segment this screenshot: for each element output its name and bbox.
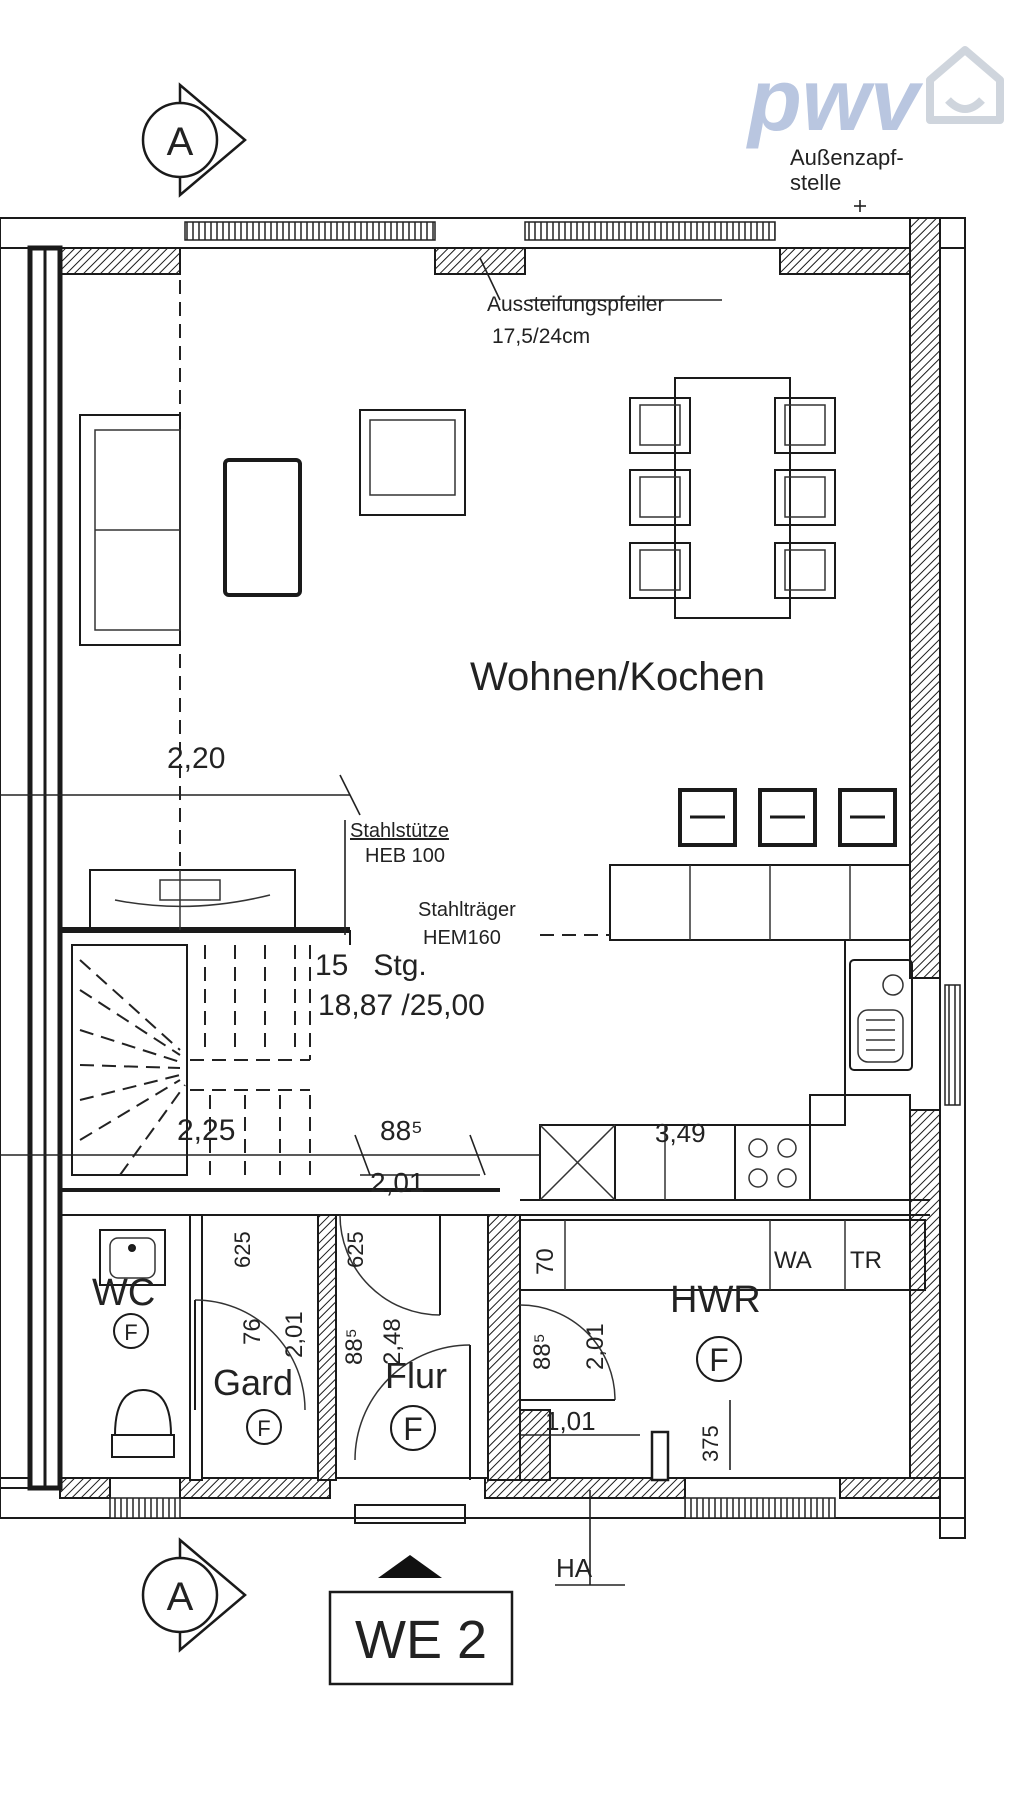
steel-column-label: Stahlstütze bbox=[350, 820, 449, 842]
floor-drain-label: F bbox=[124, 1320, 137, 1345]
steel-column-label: HEB 100 bbox=[365, 845, 445, 867]
house-smiley-icon bbox=[926, 46, 1004, 124]
dimension-label: 625 bbox=[343, 1231, 368, 1268]
washer-label: WA bbox=[774, 1247, 812, 1274]
room-wc: WC bbox=[92, 1272, 155, 1314]
dimension-label: 3,49 bbox=[655, 1118, 706, 1148]
dimension-label: 88⁵ bbox=[380, 1115, 423, 1146]
sideboard bbox=[89, 869, 296, 929]
unit-label-box bbox=[328, 1590, 514, 1686]
dimension-label: 2,01 bbox=[582, 1323, 609, 1370]
unit-label: WE 2 bbox=[355, 1610, 487, 1670]
section-marker-letter: A bbox=[167, 1575, 194, 1619]
window bbox=[684, 1497, 836, 1519]
room-utility: HWR bbox=[670, 1279, 761, 1321]
outdoor-tap-label: stelle bbox=[790, 170, 841, 195]
stairs-label: 15 Stg. bbox=[315, 949, 427, 982]
dimension-label: 2,01 bbox=[370, 1167, 425, 1198]
bracing-pillar-label: 17,5/24cm bbox=[492, 325, 590, 348]
floor-drain-label: F bbox=[709, 1342, 729, 1378]
steel-beam-label: HEM160 bbox=[423, 927, 501, 949]
dining-table bbox=[674, 377, 791, 619]
steel-beam-label: Stahlträger bbox=[418, 899, 516, 921]
dimension-label: 88⁵ bbox=[529, 1333, 556, 1370]
coffee-table bbox=[223, 458, 302, 597]
floor-drains bbox=[113, 1313, 742, 1451]
window bbox=[109, 1497, 181, 1519]
fridge bbox=[539, 1124, 616, 1201]
window bbox=[524, 221, 776, 241]
dimension-label: 2,01 bbox=[281, 1311, 308, 1358]
entrance-door bbox=[354, 1504, 466, 1524]
dimension-lines bbox=[0, 200, 866, 1586]
stairs-label: 18,87 /25,00 bbox=[318, 989, 485, 1022]
dimension-label: 375 bbox=[698, 1425, 723, 1462]
window bbox=[184, 221, 436, 241]
dimension-label: 76 bbox=[239, 1318, 266, 1345]
kitchen-sink bbox=[849, 959, 913, 1071]
armchair bbox=[359, 409, 466, 516]
dryer-label: TR bbox=[850, 1247, 882, 1274]
interior-walls bbox=[60, 927, 930, 1481]
bracing-pillar-label: Aussteifungspfeiler bbox=[487, 293, 664, 316]
toilet bbox=[111, 1388, 175, 1458]
floor-drain-label: F bbox=[403, 1411, 423, 1447]
house-connection-label: HA bbox=[556, 1553, 593, 1583]
wash-basin bbox=[99, 1229, 166, 1286]
wall-cabinets bbox=[678, 788, 897, 847]
dimension-label: 2,48 bbox=[379, 1318, 406, 1365]
window bbox=[944, 984, 961, 1106]
staircase bbox=[71, 944, 311, 1176]
dimension-label: 2,20 bbox=[167, 742, 225, 775]
dimension-label: 1,01 bbox=[545, 1406, 596, 1436]
room-hallway: Flur bbox=[385, 1355, 447, 1396]
dining-chairs bbox=[629, 397, 836, 599]
section-marker-bottom: A bbox=[141, 1537, 247, 1653]
floor-drain-label: F bbox=[257, 1416, 270, 1441]
text-labels: Außenzapf- stelle Aussteifungspfeiler 17… bbox=[92, 145, 904, 1670]
cooktop bbox=[734, 1124, 811, 1201]
dimension-label: 625 bbox=[230, 1231, 255, 1268]
room-living-kitchen: Wohnen/Kochen bbox=[470, 655, 765, 699]
utility-counter bbox=[519, 1219, 926, 1291]
dimension-label: 70 bbox=[532, 1248, 559, 1275]
doors bbox=[194, 1214, 616, 1480]
entrance-arrow-icon bbox=[378, 1555, 442, 1578]
logo-text: pwv bbox=[746, 50, 923, 149]
section-marker-top: A bbox=[141, 82, 247, 198]
room-wardrobe: Gard bbox=[213, 1362, 293, 1403]
exterior-walls bbox=[0, 217, 966, 1539]
furniture bbox=[79, 377, 926, 1482]
section-marker-letter: A bbox=[167, 120, 194, 164]
kitchen-counter bbox=[609, 864, 911, 941]
outdoor-tap-label: Außenzapf- bbox=[790, 145, 904, 170]
bracing-pillar bbox=[434, 247, 526, 275]
logo: pwv bbox=[746, 46, 1004, 149]
dimension-label: 2,25 bbox=[177, 1114, 235, 1147]
dimension-label: 88⁵ bbox=[341, 1328, 368, 1365]
